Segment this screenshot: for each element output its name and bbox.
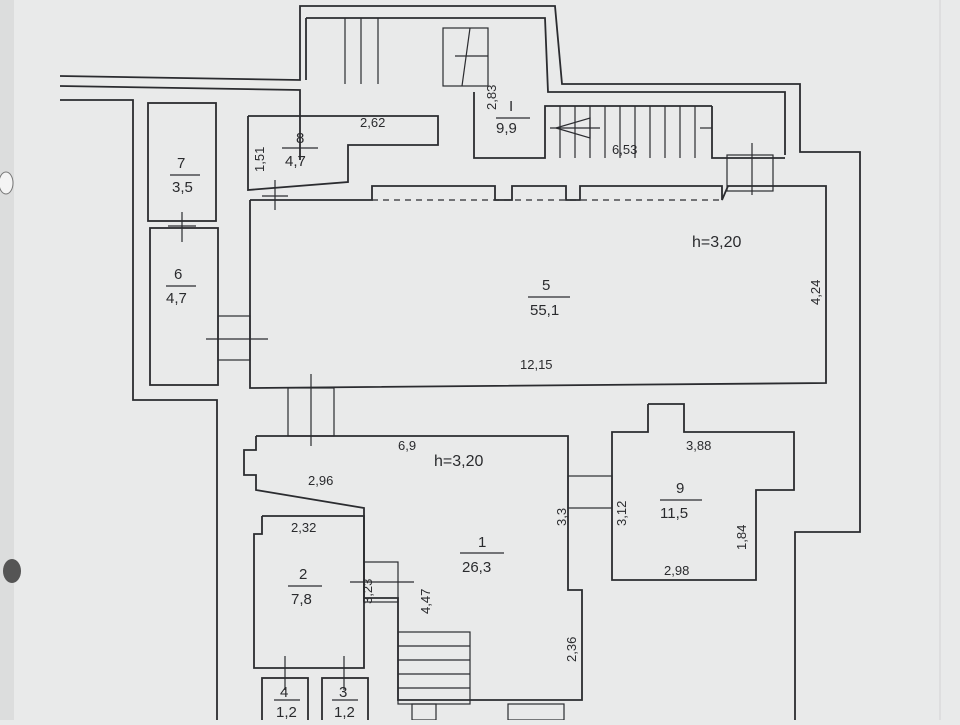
wall-room-I [473, 92, 712, 159]
dimension-label: 2,62 [360, 115, 385, 130]
room-area-I: 9,9 [496, 120, 517, 137]
wall-room-9 [611, 403, 795, 581]
dimension-label: 2,32 [291, 520, 316, 535]
wall-room-8 [247, 115, 439, 191]
dimension-label: 1,84 [734, 525, 749, 550]
stair-arrow [555, 117, 591, 139]
outer-wall [60, 99, 218, 720]
room-number-2: 2 [299, 566, 307, 583]
wall-room-3 [321, 677, 369, 725]
door-opening [726, 154, 774, 192]
room-area-1: 26,3 [462, 559, 491, 576]
dimension-label: 4,47 [418, 589, 433, 614]
dimension-label: 3,88 [686, 438, 711, 453]
door-swing [461, 27, 471, 87]
dimension-label: 3,12 [614, 501, 629, 526]
outer-wall [59, 5, 861, 720]
door-opening [442, 27, 489, 87]
dimension-label: 1,51 [252, 147, 267, 172]
room-area-5: 55,1 [530, 302, 559, 319]
fraction-bars [166, 117, 702, 701]
wall-room-I [306, 17, 786, 155]
punch-hole [0, 171, 14, 195]
ceiling-height-label: h=3,20 [692, 234, 741, 251]
room-area-8: 4,7 [285, 153, 306, 170]
room-number-8: 8 [296, 130, 304, 147]
dimension-label: 2,96 [308, 473, 333, 488]
room-number-6: 6 [174, 266, 182, 283]
room-area-2: 7,8 [291, 591, 312, 608]
room-number-7: 7 [177, 155, 185, 172]
room-area-4: 1,2 [276, 704, 297, 720]
wall-room-6 [149, 227, 219, 386]
ceiling-height-label: h=3,20 [434, 453, 483, 470]
dimension-label: 2,36 [564, 637, 579, 662]
room-number-9: 9 [676, 480, 684, 497]
wall-room-I [711, 106, 785, 159]
room-area-7: 3,5 [172, 179, 193, 196]
dimension-label: 3,23 [360, 579, 375, 604]
room-number-1: 1 [478, 534, 486, 551]
dimension-label: 6,53 [612, 142, 637, 157]
dimension-label: 2,98 [664, 563, 689, 578]
room-number-5: 5 [542, 277, 550, 294]
dimension-label: 12,15 [520, 357, 553, 372]
dimension-label: 3,3 [554, 508, 569, 526]
room-number-4: 4 [280, 684, 288, 701]
room-area-6: 4,7 [166, 290, 187, 307]
outer-wall [59, 85, 301, 160]
binding-margin [0, 0, 14, 720]
dimension-label: 6,9 [398, 438, 416, 453]
room-number-I: I [509, 98, 513, 115]
room-area-3: 1,2 [334, 704, 355, 720]
wall-room-2 [253, 515, 365, 669]
stair-treads [550, 106, 712, 158]
dimension-label: 2,83 [484, 85, 499, 110]
room-number-3: 3 [339, 684, 347, 701]
room-area-9: 11,5 [660, 505, 688, 522]
dimension-label: 4,24 [808, 280, 823, 305]
punch-hole [3, 559, 21, 583]
